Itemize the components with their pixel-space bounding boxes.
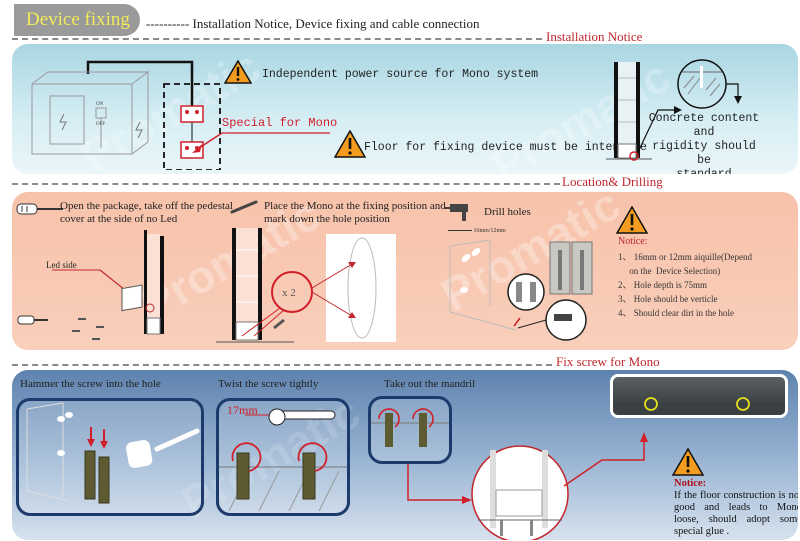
warning-icon <box>616 206 648 234</box>
page-subtitle: ---------- Installation Notice, Device f… <box>146 16 480 31</box>
marker-pen-icon <box>230 200 258 214</box>
notice-title: Notice: <box>618 236 648 247</box>
screwdriver-icon <box>16 203 63 215</box>
page-title: Device fixing <box>14 4 140 36</box>
twist-frame: 17mm <box>216 398 350 516</box>
divider <box>12 364 552 366</box>
special-for-mono-label: Special for Mono <box>222 116 338 130</box>
led-side-label: Led side <box>46 260 77 270</box>
concrete-note: Concrete content and rigidity should be … <box>648 112 760 174</box>
step-hammer-screw: Hammer the screw into the hole <box>20 378 161 390</box>
screw-placement-diagram <box>407 432 648 540</box>
drill-size-label: 16mm/12mm <box>448 228 506 234</box>
hammer-frame <box>16 398 204 516</box>
warning-icon <box>334 130 366 158</box>
switch-off-label: OFF <box>96 122 105 127</box>
divider <box>12 183 560 185</box>
pedestal-diagram <box>17 230 164 340</box>
warning-icon <box>224 60 252 84</box>
notice-item: 3、 Hole should be verticle <box>618 294 718 304</box>
step-take-mandril: Take out the mandril <box>384 378 476 390</box>
notice-body: If the floor construction is not good an… <box>674 490 798 537</box>
power-source-note: Independent power source for Mono system <box>262 68 539 81</box>
installation-notice-panel: Promatic Promatic ON OFF <box>12 44 798 174</box>
divider <box>12 38 542 40</box>
fix-screw-panel: Promatic Hammer the screw into the hole … <box>12 370 798 540</box>
wrench-size-label: 17mm <box>227 403 258 417</box>
step-place-mono: Place the Mono at the fixing position an… <box>264 200 446 225</box>
base-photo <box>610 374 788 418</box>
twist-screw-diagram <box>219 408 347 512</box>
step-twist-screw: Twist the screw tightly <box>218 378 319 390</box>
section-heading-fix-screw: Fix screw for Mono <box>554 354 662 370</box>
section-heading-location: Location& Drilling <box>560 174 665 190</box>
hole-position-diagram: x 2 <box>216 228 396 343</box>
mandril-frame <box>368 396 452 464</box>
section-heading-installation: Installation Notice <box>544 29 645 45</box>
hammer-screw-diagram <box>26 402 200 504</box>
notice-item: 4、 Should clear dirt in the hole <box>618 308 734 318</box>
notice-item: 2、 Hole depth is 75mm <box>618 280 707 290</box>
floor-fixing-note: Floor for fixing device must be intensiv… <box>364 141 647 154</box>
drill-holes-diagram <box>449 239 593 341</box>
drill-icon <box>445 204 468 221</box>
notice-title: Notice: <box>674 478 707 489</box>
notice-item: 1、 16mm or 12mm aiquille(Depend <box>618 252 752 262</box>
base-photo-detail <box>613 397 785 415</box>
notice-item: on the Device Selection) <box>618 266 721 276</box>
multiplier-label: x 2 <box>282 287 296 299</box>
mandril-diagram <box>371 408 449 447</box>
power-cabinet-diagram: ON OFF <box>31 60 221 170</box>
notice-list: 1、 16mm or 12mm aiquille(Depend on the D… <box>618 250 752 320</box>
special-pointer-arrow <box>192 132 330 153</box>
location-drilling-panel: Promatic Promatic Open the package, take… <box>12 192 798 350</box>
warning-icon <box>672 448 704 476</box>
mono-gate-concrete-diagram <box>606 59 742 161</box>
step-drill-holes: Drill holes <box>484 206 531 218</box>
switch-on-label: ON <box>96 102 104 107</box>
step-open-package: Open the package, take off the pedestal … <box>60 200 233 225</box>
